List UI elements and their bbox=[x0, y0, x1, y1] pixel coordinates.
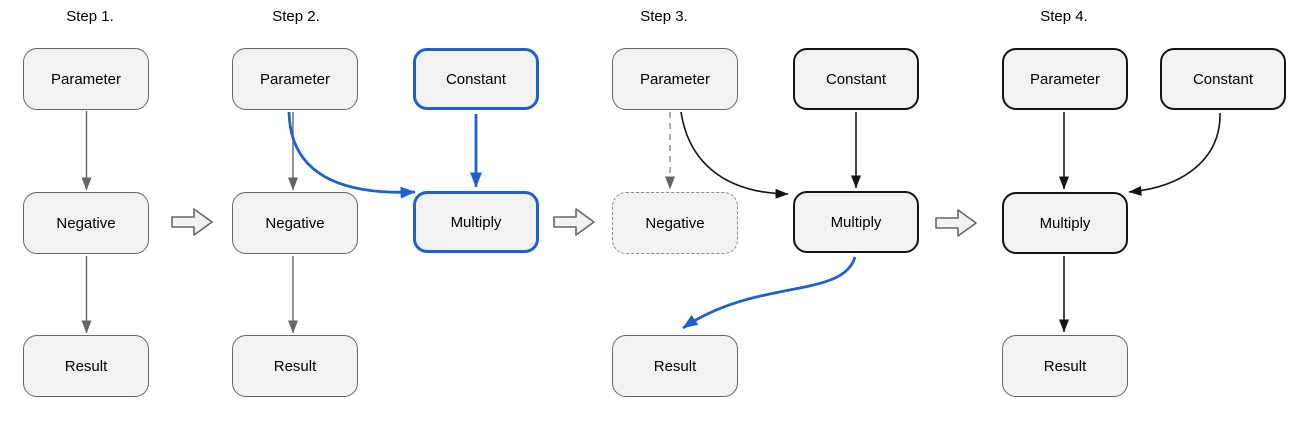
step3-node-multiply: Multiply bbox=[793, 191, 919, 253]
step2-node-parameter: Parameter bbox=[232, 48, 358, 110]
step1-node-parameter: Parameter bbox=[23, 48, 149, 110]
edge-step3-parameter-multiply bbox=[680, 111, 789, 199]
block-arrow-icon-2 bbox=[553, 208, 595, 236]
step4-node-multiply: Multiply bbox=[1002, 192, 1128, 254]
step1-node-negative: Negative bbox=[23, 192, 149, 254]
step4-node-parameter: Parameter bbox=[1002, 48, 1128, 110]
step-1-title: Step 1. bbox=[66, 8, 114, 25]
step-2-title: Step 2. bbox=[272, 8, 320, 25]
block-arrow-icon-1 bbox=[171, 208, 213, 236]
step2-node-multiply: Multiply bbox=[413, 191, 539, 253]
step2-node-constant: Constant bbox=[413, 48, 539, 110]
edge-step3-multiply-result bbox=[682, 256, 857, 330]
step1-node-result: Result bbox=[23, 335, 149, 397]
step3-node-parameter: Parameter bbox=[612, 48, 738, 110]
step2-node-result: Result bbox=[232, 335, 358, 397]
step4-node-constant: Constant bbox=[1160, 48, 1286, 110]
step-3-title: Step 3. bbox=[640, 8, 688, 25]
step3-node-result: Result bbox=[612, 335, 738, 397]
step2-node-negative: Negative bbox=[232, 192, 358, 254]
step3-node-constant: Constant bbox=[793, 48, 919, 110]
step4-node-result: Result bbox=[1002, 335, 1128, 397]
step3-node-negative: Negative bbox=[612, 192, 738, 254]
edge-step4-constant-multiply bbox=[1128, 112, 1221, 196]
step-4-title: Step 4. bbox=[1040, 8, 1088, 25]
block-arrow-icon-3 bbox=[935, 209, 977, 237]
edge-step2-parameter-multiply bbox=[287, 111, 416, 199]
